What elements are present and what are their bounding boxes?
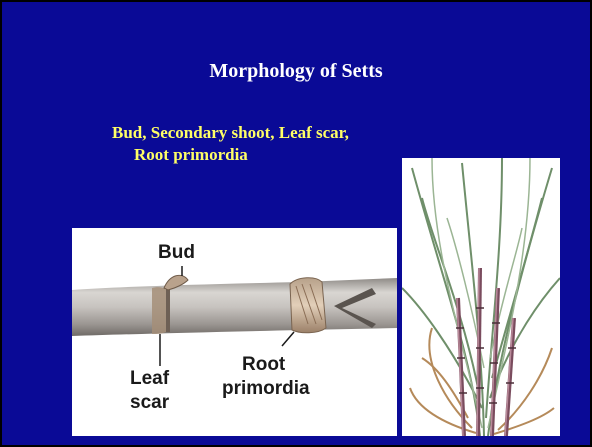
label-bud: Bud xyxy=(158,242,195,264)
stem-body xyxy=(72,278,397,336)
slide-title: Morphology of Setts xyxy=(2,60,590,83)
label-scar: scar xyxy=(130,392,169,414)
node-leaf-scar xyxy=(152,287,166,334)
label-leaf: Leaf xyxy=(130,368,169,390)
stem-illustration: Bud Leaf scar Root primordia xyxy=(72,228,397,436)
plant-drawing xyxy=(402,158,560,436)
node-root-primordia xyxy=(290,278,326,333)
subtitle-line-1: Bud, Secondary shoot, Leaf scar, xyxy=(112,123,349,142)
sugarcane-plant-illustration xyxy=(402,158,560,436)
label-primordia: primordia xyxy=(222,378,310,400)
stem-drawing xyxy=(72,228,397,436)
label-root: Root xyxy=(242,354,285,376)
